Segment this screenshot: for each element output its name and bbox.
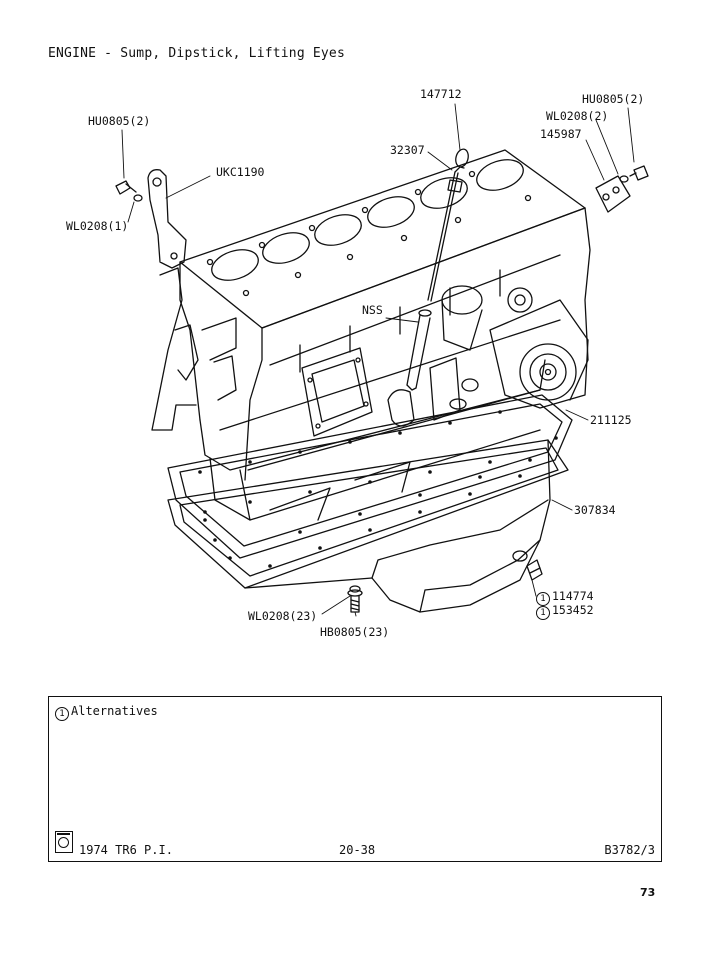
callout-32307: 32307	[390, 143, 425, 157]
alternative-marker: 1	[536, 606, 550, 620]
alternative-marker: 1	[536, 592, 550, 606]
callout-147712: 147712	[420, 87, 462, 101]
alternative-marker: 1	[55, 707, 69, 721]
callout-hu0805-right: HU0805(2)	[582, 92, 645, 106]
alternatives-label: Alternatives	[71, 704, 158, 718]
callout-nss: NSS	[362, 303, 383, 317]
callout-211125: 211125	[590, 413, 632, 427]
front-lifting-eye	[595, 175, 631, 213]
dipstick-tube	[406, 309, 432, 391]
footer-section: 20-38	[339, 843, 376, 857]
page-number: 73	[640, 886, 656, 899]
callout-hu0805-left: HU0805(2)	[88, 114, 151, 128]
sump-gasket	[167, 394, 573, 559]
engine-block	[151, 149, 591, 521]
left-bolt-washer	[115, 180, 143, 202]
callout-wl0208-left: WL0208(1)	[66, 219, 129, 233]
manufacturer-logo	[55, 831, 73, 853]
sump-bolt	[347, 585, 363, 613]
callout-wl0208-right: WL0208(2)	[546, 109, 609, 123]
sump-pan	[167, 439, 569, 613]
callout-hb0805-23: HB0805(23)	[320, 625, 390, 639]
drain-plug	[526, 559, 543, 581]
dipstick	[427, 148, 469, 302]
footer-model: 1974 TR6 P.I.	[79, 843, 173, 857]
page-title: ENGINE - Sump, Dipstick, Lifting Eyes	[48, 46, 345, 61]
callout-307834: 307834	[574, 503, 616, 517]
right-bolt-washer	[619, 165, 649, 183]
rear-lifting-eye	[147, 169, 187, 269]
callout-145987: 145987	[540, 127, 582, 141]
callout-wl0208-23: WL0208(23)	[248, 609, 318, 623]
callout-ukc1190: UKC1190	[216, 165, 265, 179]
footer-code: B3782/3	[604, 843, 655, 857]
